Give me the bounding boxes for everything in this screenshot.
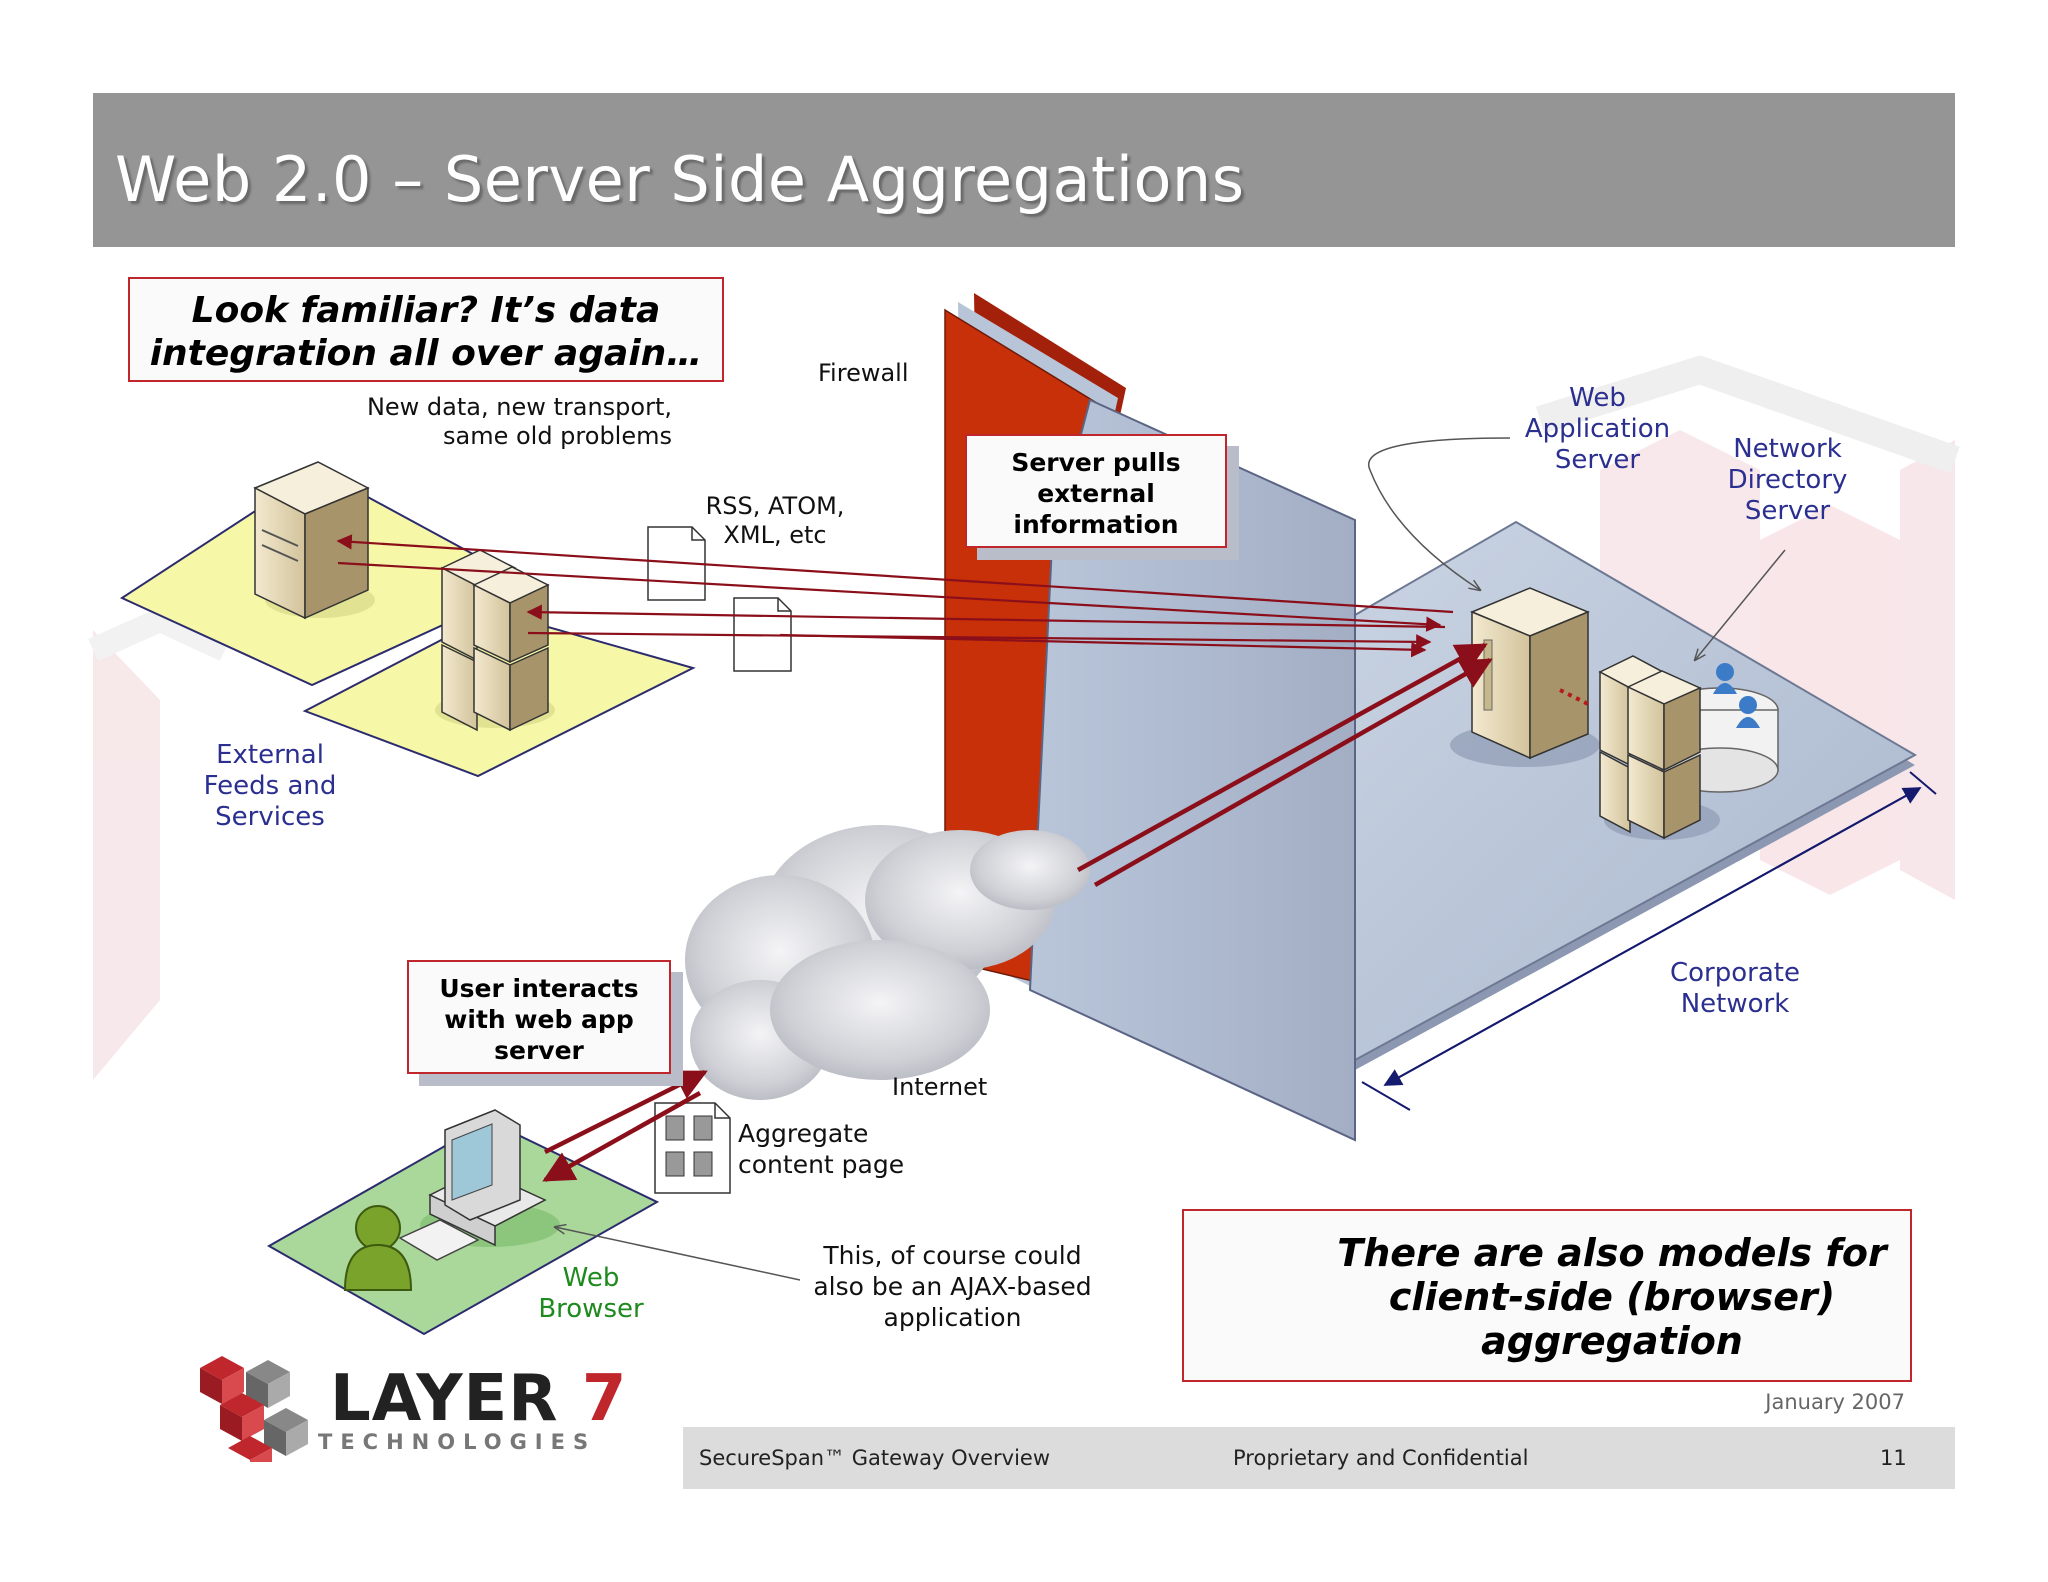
internet-cloud (685, 825, 1090, 1100)
firewall-label: Firewall (818, 359, 909, 387)
server-pulls-callout: Server pulls external information (965, 434, 1227, 548)
new-data-line-1: New data, new transport, (366, 393, 672, 421)
server-pulls-line-2: external (1037, 479, 1155, 508)
web-application-server-label: Web Application Server (1505, 383, 1690, 476)
external-feeds-line-3: Services (215, 802, 325, 832)
web-app-line-2: Application (1524, 414, 1671, 444)
corporate-network-line-1: Corporate (1670, 958, 1800, 988)
pointer-lines (555, 437, 1786, 1281)
aggregate-content-page-label: Aggregate content page (738, 1118, 904, 1180)
network-directory-server-label: Network Directory Server (1700, 434, 1875, 527)
rss-line-1: RSS, ATOM, (705, 492, 845, 520)
directory-server-cluster-icon (1598, 655, 1779, 840)
client-side-line-2: client-side (browser) (1388, 1275, 1836, 1319)
footer-bar: SecureSpan™ Gateway Overview Proprietary… (683, 1427, 1955, 1489)
logo-number: 7 (581, 1362, 628, 1436)
slide-title: Web 2.0 – Server Side Aggregations (115, 143, 1245, 216)
external-server-icon (253, 461, 375, 620)
rss-line-2: XML, etc (723, 521, 827, 549)
web-browser-line-1: Web (562, 1263, 620, 1293)
client-side-callout: There are also models for client-side (b… (1182, 1209, 1912, 1382)
corporate-network-dimension-arrow (1361, 771, 1937, 1111)
aggregate-line-2: content page (738, 1150, 905, 1179)
external-feeds-planes (119, 468, 696, 778)
logo-word: LAYER (330, 1362, 559, 1436)
user-interacts-line-2: with web app (444, 1005, 634, 1034)
firewall (944, 293, 1356, 1142)
footer-product: SecureSpan™ Gateway Overview (699, 1446, 1051, 1470)
data-flow-arrows (336, 534, 1454, 658)
ajax-note-line-1: This, of course could (823, 1241, 1082, 1270)
external-feeds-line-1: External (216, 740, 324, 770)
layer7-logo-subtitle: TECHNOLOGIES (318, 1430, 597, 1454)
user-icon (343, 1205, 413, 1291)
layer7-logo-mark (200, 1356, 308, 1462)
network-directory-line-3: Server (1744, 496, 1831, 526)
web-browser-label: Web Browser (520, 1263, 662, 1325)
internet-label: Internet (892, 1073, 988, 1101)
web-browser-line-2: Browser (538, 1294, 644, 1324)
network-directory-line-1: Network (1733, 434, 1842, 464)
new-data-note: New data, new transport, same old proble… (360, 393, 672, 451)
external-feeds-line-2: Feeds and (203, 771, 337, 801)
ajax-note: This, of course could also be an AJAX-ba… (790, 1240, 1115, 1333)
corporate-network-label: Corporate Network (1640, 958, 1830, 1020)
web-browser-computer-icon (398, 1109, 560, 1261)
external-server-cluster-icon (435, 549, 555, 732)
ajax-note-line-3: application (883, 1303, 1022, 1332)
ajax-note-line-2: also be an AJAX-based (813, 1272, 1092, 1301)
title-bar: Web 2.0 – Server Side Aggregations (93, 93, 1955, 247)
external-feeds-label: External Feeds and Services (180, 740, 360, 833)
web-app-line-3: Server (1554, 445, 1641, 475)
layer7-logo-wordmark: LAYER 7 (330, 1367, 627, 1431)
look-familiar-line-2: integration all over again… (149, 333, 703, 374)
footer-page-number: 11 (1880, 1446, 1907, 1470)
user-to-server-arrows (542, 643, 1493, 1182)
web-app-line-1: Web (1569, 383, 1626, 413)
rss-formats-label: RSS, ATOM, XML, etc (690, 492, 860, 550)
new-data-line-2: same old problems (442, 422, 672, 450)
user-interacts-callout: User interacts with web app server (407, 960, 671, 1074)
server-pulls-line-1: Server pulls (1011, 448, 1181, 477)
footer-confidential: Proprietary and Confidential (1233, 1446, 1529, 1470)
aggregate-page-document-icon (654, 1102, 731, 1194)
user-interacts-line-1: User interacts (439, 974, 639, 1003)
web-application-server-icon (1450, 587, 1600, 767)
server-pulls-line-3: information (1013, 510, 1179, 539)
aggregate-line-1: Aggregate (738, 1119, 869, 1148)
slide-date: January 2007 (1765, 1390, 1905, 1414)
look-familiar-line-1: Look familiar? It’s data (191, 290, 661, 331)
corporate-network-line-2: Network (1680, 989, 1790, 1019)
user-interacts-line-3: server (494, 1036, 584, 1065)
network-directory-line-2: Directory (1727, 465, 1848, 495)
look-familiar-callout: Look familiar? It’s data integration all… (128, 277, 724, 382)
client-side-line-3: aggregation (1481, 1319, 1743, 1363)
client-side-line-1: There are also models for (1337, 1231, 1887, 1275)
